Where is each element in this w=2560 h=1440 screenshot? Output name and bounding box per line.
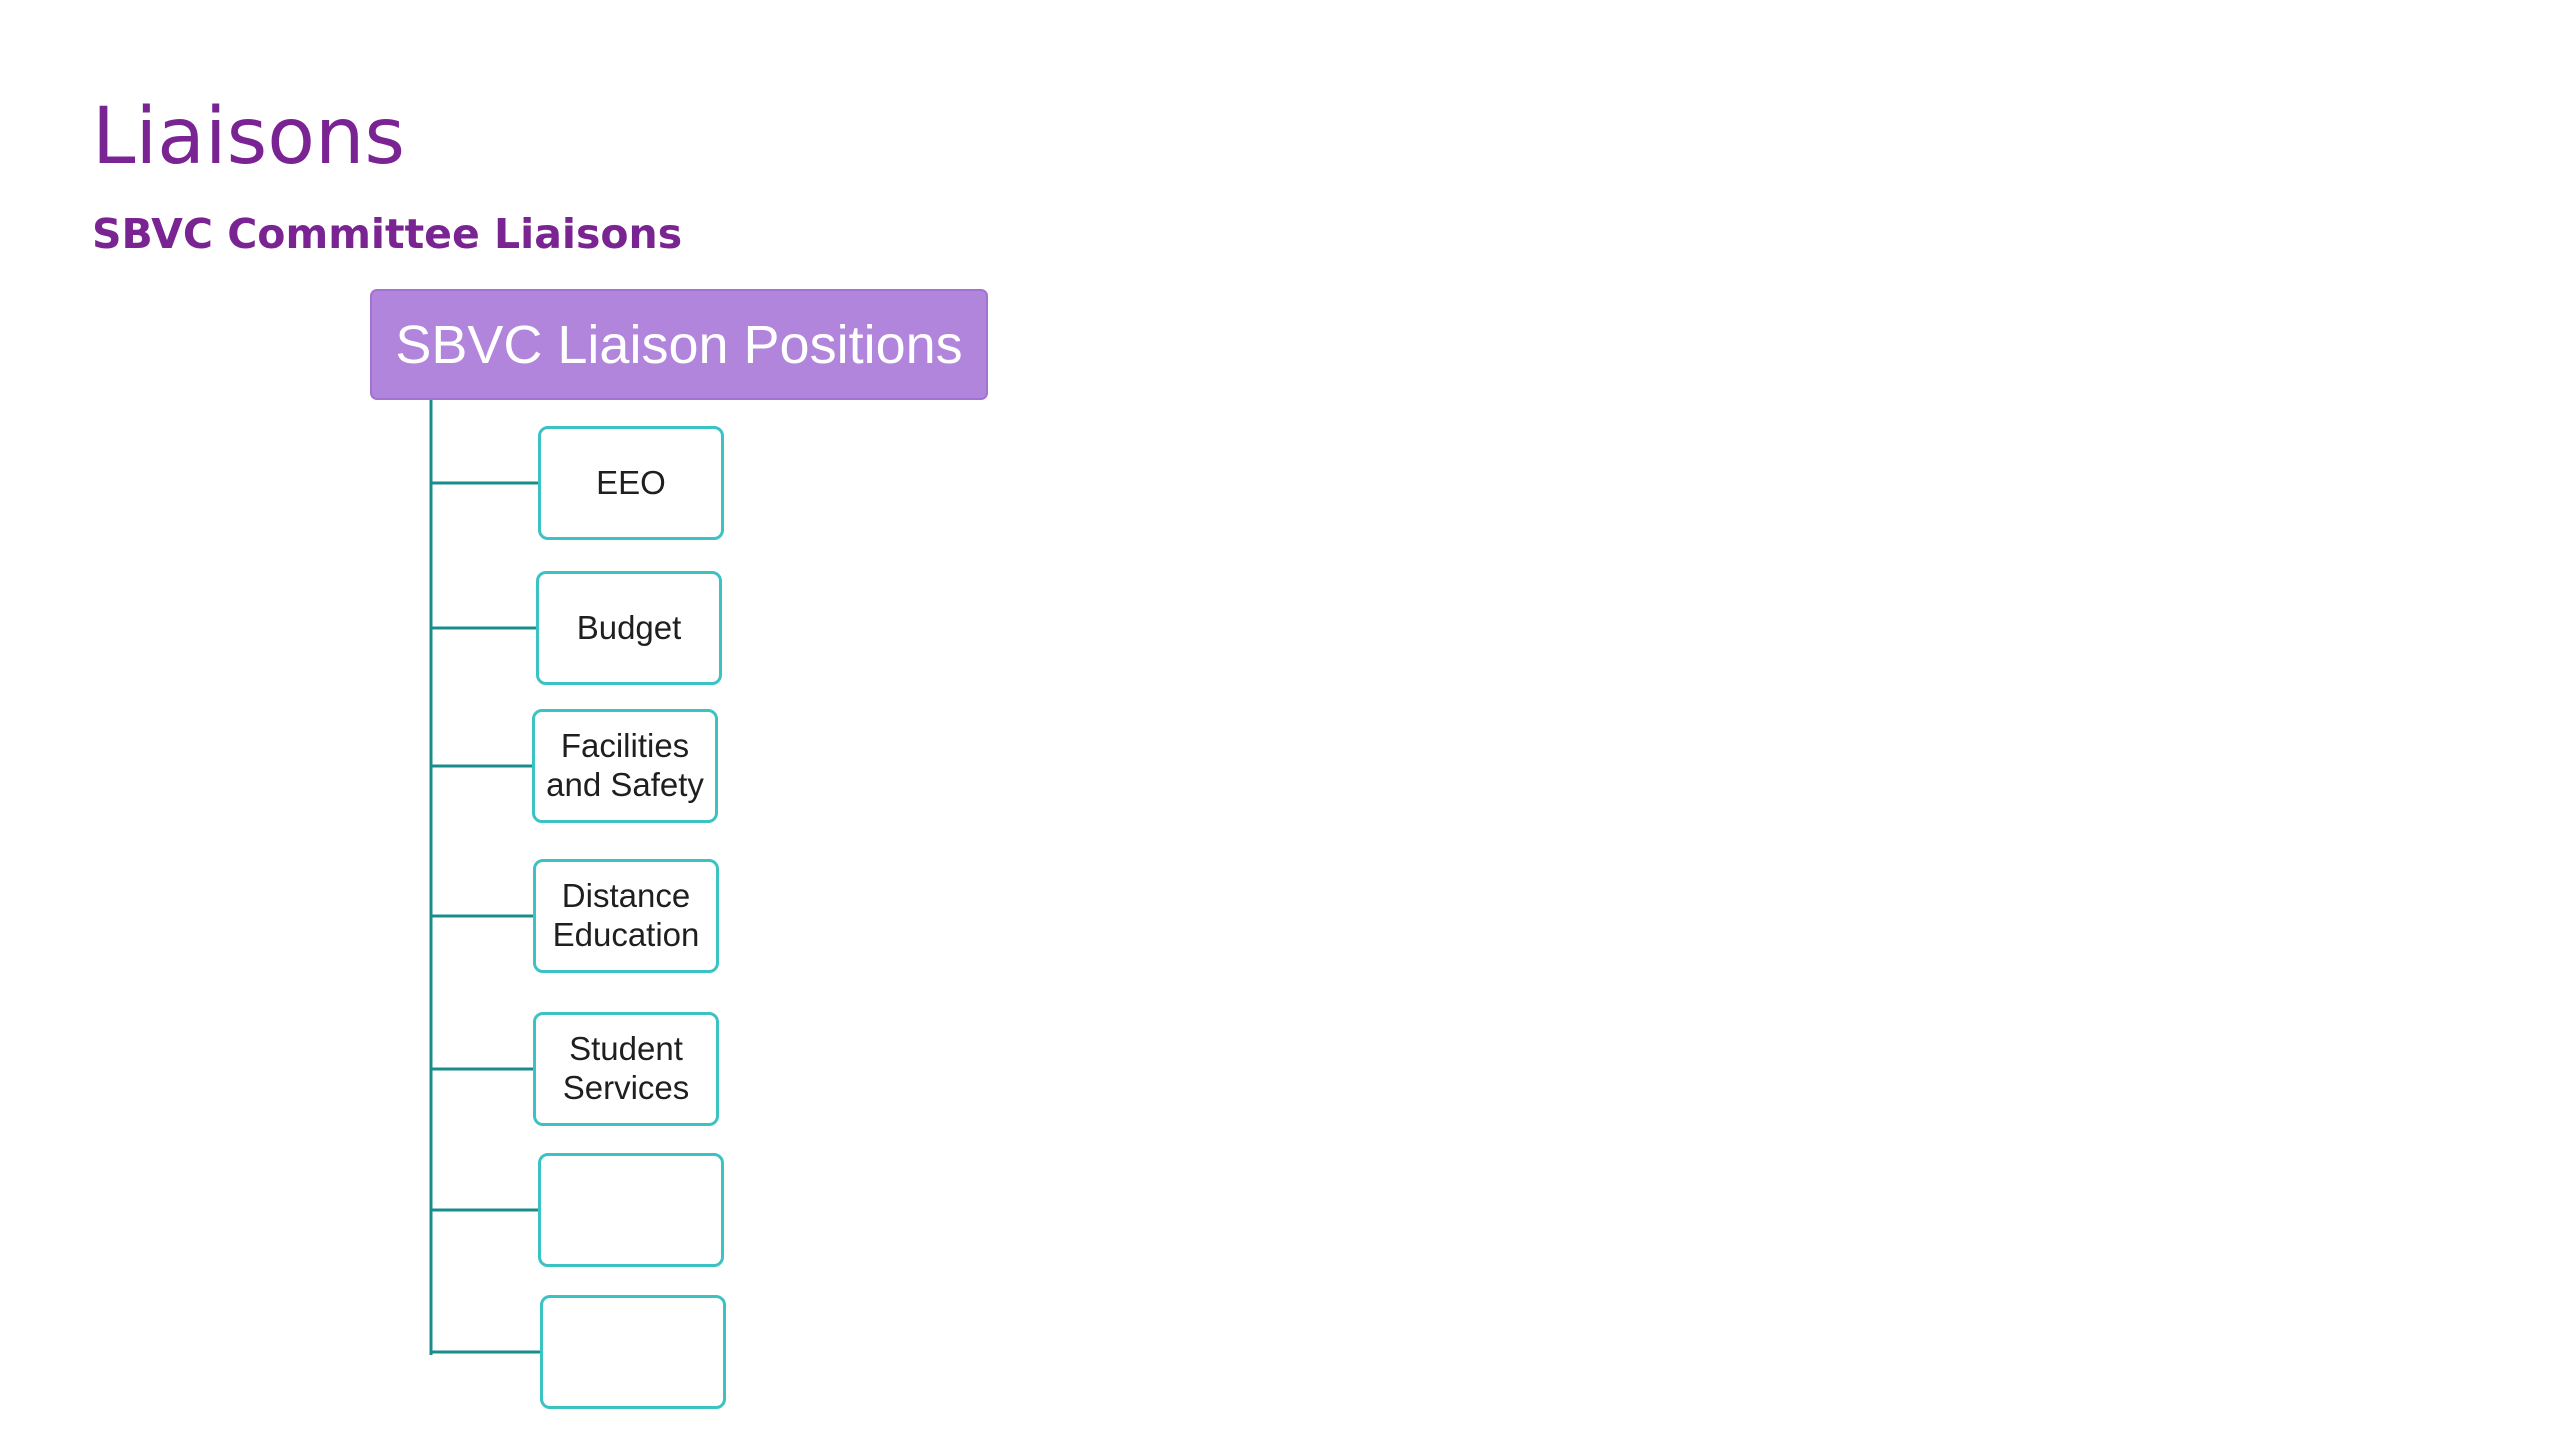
child-node-empty-1 — [538, 1153, 724, 1267]
child-node-label: EEO — [596, 463, 666, 501]
child-node-label: Budget — [576, 608, 682, 646]
child-node-label: Facilities and Safety — [546, 727, 704, 803]
child-node-label: Student Services — [562, 1030, 690, 1106]
child-node-eeo: EEO — [538, 426, 724, 540]
child-node-facilities-and-safety: Facilities and Safety — [532, 709, 718, 823]
slide-title: Liaisons — [92, 92, 406, 182]
child-node-budget: Budget — [536, 571, 722, 685]
child-node-label: Distance Education — [552, 877, 700, 953]
child-node-distance-education: Distance Education — [533, 859, 719, 973]
child-node-student-services: Student Services — [533, 1012, 719, 1126]
slide-subtitle: SBVC Committee Liaisons — [92, 210, 683, 258]
root-node-label: SBVC Liaison Positions — [395, 314, 963, 375]
root-node: SBVC Liaison Positions — [370, 289, 988, 400]
child-node-empty-2 — [540, 1295, 726, 1409]
